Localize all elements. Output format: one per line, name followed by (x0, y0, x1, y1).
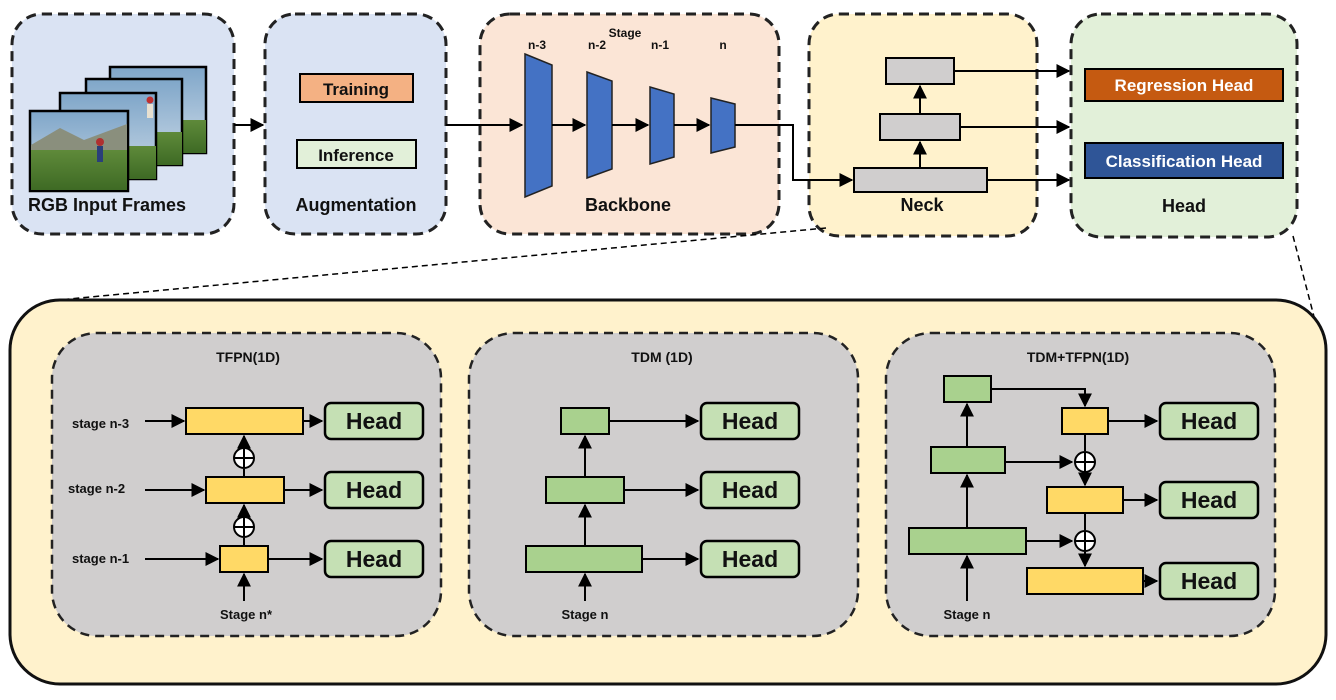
backbone-label: Backbone (585, 195, 671, 215)
neck-panel: Neck (807, 12, 1039, 238)
inference-label: Inference (318, 146, 394, 165)
tdm-tfpn-green-top (943, 375, 992, 403)
video-frames-icon (28, 65, 208, 193)
tdm-head-label: Head (722, 477, 778, 503)
tdm-tfpn-title: TDM+TFPN(1D) (1027, 349, 1129, 365)
tfpn-panel: TFPN(1D) stage n-3 stage n-2 stage n-1 (50, 331, 443, 638)
tdm-bottom-label: Stage n (562, 607, 609, 622)
backbone-stage-n (710, 97, 736, 154)
tfpn-feature-n-2 (205, 476, 285, 504)
neck-level-bottom (853, 167, 988, 193)
tfpn-head-box (323, 401, 425, 441)
tfpn-head-label: Head (346, 408, 402, 434)
tdm-tfpn-head-label: Head (1181, 487, 1237, 513)
tdm-head-label: Head (722, 546, 778, 572)
neck-level-mid (879, 113, 961, 141)
head-panel: Regression Head Classification Head Head (1069, 12, 1299, 239)
tdm-tfpn-head-box (1158, 561, 1260, 601)
neck-level-top (885, 57, 955, 85)
stage-label-n-1: n-1 (651, 38, 669, 52)
tdm-head-box (699, 470, 801, 510)
stage-label-n: n (719, 38, 726, 52)
tfpn-bottom-label: Stage n* (220, 607, 273, 622)
tdm-head-box (699, 401, 801, 441)
regression-head-box (1084, 68, 1284, 102)
tdm-feature-bottom (525, 545, 643, 573)
tfpn-input-label: stage n-3 (72, 416, 129, 431)
tfpn-feature-n-1 (219, 545, 269, 573)
tdm-head-label: Head (722, 408, 778, 434)
tdm-title: TDM (1D) (631, 349, 692, 365)
tdm-tfpn-green-bottom (908, 527, 1027, 555)
backbone-stage-n-2 (586, 70, 613, 180)
top-connectors (234, 64, 1071, 187)
classification-head-box (1084, 142, 1284, 179)
tfpn-input-label: stage n-1 (72, 551, 129, 566)
rgb-input-panel: RGB Input Frames (10, 12, 236, 236)
zoom-line-left (57, 227, 827, 301)
tfpn-feature-n-3 (185, 407, 304, 435)
stage-heading: Stage (609, 26, 642, 40)
circled-plus-icon (233, 447, 255, 469)
circled-plus-icon (233, 516, 255, 538)
tdm-panel: TDM (1D) Head Head Head Stage n (467, 331, 860, 638)
tfpn-head-label: Head (346, 546, 402, 572)
tfpn-head-box (323, 470, 425, 510)
tdm-tfpn-bottom-label: Stage n (944, 607, 991, 622)
backbone-stage-n-1 (649, 86, 675, 165)
tdm-tfpn-head-label: Head (1181, 408, 1237, 434)
neck-label: Neck (900, 195, 944, 215)
tfpn-head-box (323, 539, 425, 579)
tdm-tfpn-panel: TDM+TFPN(1D) (884, 331, 1277, 638)
tdm-tfpn-head-box (1158, 480, 1260, 520)
tdm-tfpn-yellow-top (1061, 407, 1109, 435)
stage-label-n-3: n-3 (528, 38, 546, 52)
regression-head-label: Regression Head (1115, 76, 1254, 95)
training-label: Training (323, 80, 389, 99)
backbone-stage-n-3 (524, 52, 553, 199)
tdm-tfpn-head-box (1158, 401, 1260, 441)
stage-label-n-2: n-2 (588, 38, 606, 52)
rgb-input-label: RGB Input Frames (28, 195, 186, 215)
augmentation-label: Augmentation (296, 195, 417, 215)
tfpn-head-label: Head (346, 477, 402, 503)
training-box (299, 73, 414, 103)
tfpn-input-label: stage n-2 (68, 481, 125, 496)
circled-plus-icon (1074, 530, 1096, 552)
tdm-tfpn-head-label: Head (1181, 568, 1237, 594)
tdm-feature-top (560, 407, 610, 435)
augmentation-panel: Training Inference Augmentation (263, 12, 448, 236)
head-label: Head (1162, 196, 1206, 216)
inference-box (296, 139, 417, 169)
tdm-feature-mid (545, 476, 625, 504)
tdm-tfpn-yellow-mid (1046, 486, 1124, 514)
classification-head-label: Classification Head (1106, 152, 1263, 171)
tdm-head-box (699, 539, 801, 579)
tdm-tfpn-green-mid (930, 446, 1006, 474)
tdm-tfpn-yellow-bottom (1026, 567, 1144, 595)
tfpn-title: TFPN(1D) (216, 349, 280, 365)
circled-plus-icon (1074, 451, 1096, 473)
